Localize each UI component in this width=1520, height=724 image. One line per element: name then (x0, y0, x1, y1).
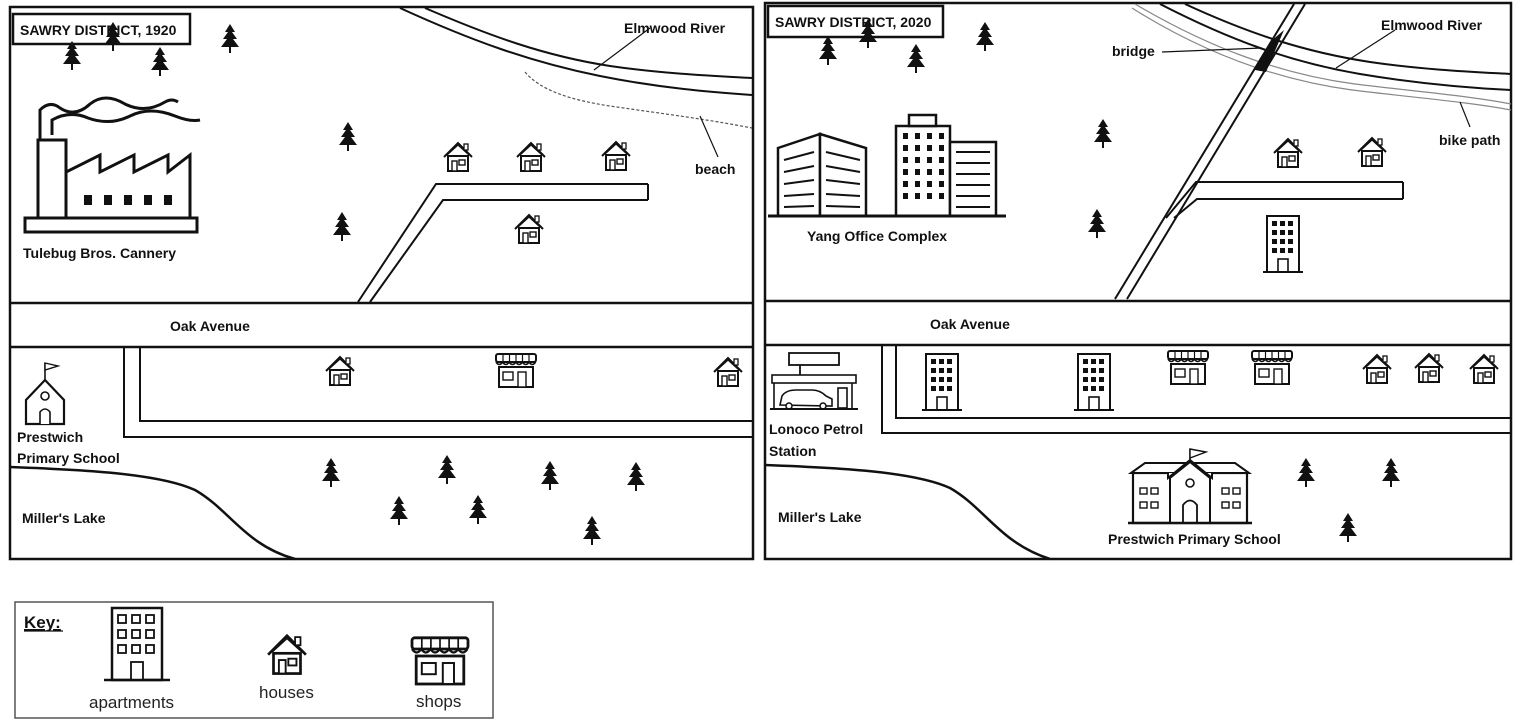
key-houses-label: houses (259, 683, 314, 702)
school-icon (24, 362, 66, 426)
factory-icon (23, 96, 201, 234)
river-2020 (1131, 3, 1512, 111)
lake-shore-2020 (764, 463, 1051, 561)
cannery-label: Tulebug Bros. Cannery (23, 245, 176, 261)
school-building-icon (1127, 448, 1253, 525)
river-label-2020: Elmwood River (1381, 17, 1483, 33)
lake-label-1920: Miller's Lake (22, 510, 106, 526)
map-title-1920: SAWRY DISTRICT, 1920 (20, 22, 177, 38)
office-complex-label: Yang Office Complex (807, 228, 947, 244)
oak-avenue-label-1920: Oak Avenue (170, 318, 250, 334)
bridge-label: bridge (1112, 43, 1155, 59)
beach-label: beach (695, 161, 735, 177)
office-complex-icon (768, 113, 1006, 218)
key-title: Key: (24, 613, 61, 632)
river-1920 (399, 7, 753, 129)
map-2020: bridge Elmwood River bike path SAWRY DIS… (763, 1, 1513, 561)
shop-icon (495, 353, 537, 388)
side-road-1920 (123, 347, 753, 438)
road-1920 (357, 183, 649, 303)
oak-avenue-label-2020: Oak Avenue (930, 316, 1010, 332)
apartment-icon (104, 606, 170, 682)
school-label-1920-line1: Prestwich (17, 429, 83, 445)
school-label-1920-line2: Primary School (17, 450, 120, 466)
title-box-2020 (766, 4, 945, 39)
bridge-road-2020 (1114, 3, 1404, 300)
side-road-2020 (881, 345, 1511, 434)
map-1920-frame (8, 5, 755, 561)
apartment-icon (1262, 215, 1304, 273)
petrol-station-icon (770, 352, 858, 410)
petrol-label-line1: Lonoco Petrol (769, 421, 863, 437)
shop-icon (410, 636, 470, 686)
title-box-1920 (11, 12, 192, 46)
apartment-icon (921, 353, 963, 411)
map-title-2020: SAWRY DISTRICT, 2020 (775, 14, 932, 30)
bridge-icon (1255, 30, 1284, 72)
lake-shore-1920 (9, 465, 296, 561)
bike-path-label: bike path (1439, 132, 1500, 148)
map-1920: Elmwood River beach SAWRY DISTRICT, 1920… (8, 5, 755, 561)
river-label-1920: Elmwood River (624, 20, 726, 36)
shop-icon (1251, 350, 1293, 385)
key-shops-label: shops (416, 692, 461, 711)
petrol-label-line2: Station (769, 443, 816, 459)
lake-label-2020: Miller's Lake (778, 509, 862, 525)
apartment-icon (1073, 353, 1115, 411)
map-key: Key: apartments houses shops (14, 601, 494, 719)
key-frame (14, 601, 494, 719)
school-label-2020: Prestwich Primary School (1108, 531, 1281, 547)
shop-icon (1167, 350, 1209, 385)
key-apartments-label: apartments (89, 693, 174, 712)
